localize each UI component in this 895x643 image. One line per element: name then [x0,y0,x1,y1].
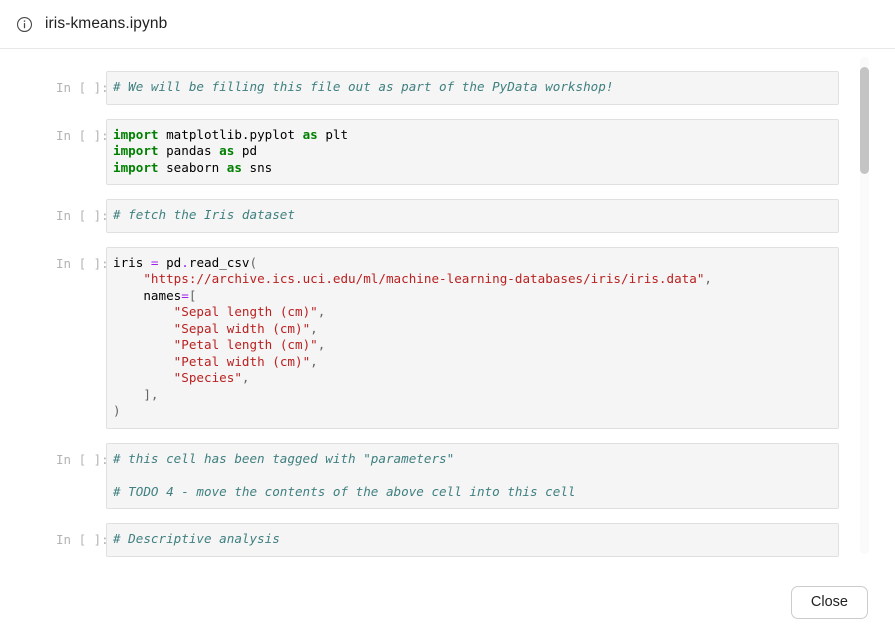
cell-input-area[interactable]: # Descriptive analysis [106,523,839,557]
cell-input-area[interactable]: iris = pd.read_csv( "https://archive.ics… [106,246,839,429]
code-token: # We will be filling this file out as pa… [113,79,614,94]
vertical-scrollbar[interactable] [860,57,869,554]
code-line: "Sepal length (cm)", [113,304,828,321]
cell-prompt: In [ ]: [56,127,109,143]
code-token: as [219,143,235,158]
cell-source-code: # fetch the Iris dataset [113,207,828,224]
code-line: "https://archive.ics.uci.edu/ml/machine-… [113,271,828,288]
code-token: "Petal width (cm)" [173,353,311,369]
code-line: import pandas as pd [113,143,828,160]
cell-prompt: In [ ]: [56,80,109,95]
cell-prompt: In [ ]: [56,255,109,271]
cell-input-area[interactable]: # this cell has been tagged with "parame… [106,442,839,509]
code-token: # Descriptive analysis [113,531,280,546]
code-token: import [113,143,159,158]
code-line: iris = pd.read_csv( [113,255,828,272]
code-token: = [150,254,159,270]
code-token: "Sepal width (cm)" [173,320,311,336]
code-line: ], [113,387,828,404]
code-token [113,387,143,402]
code-token: read_csv [188,254,250,270]
titlebar: iris-kmeans.ipynb [0,0,895,49]
notebook-cell[interactable]: In [ ]:# this cell has been tagged with … [0,442,895,509]
code-token: , [317,337,326,352]
notebook-cell[interactable]: In [ ]:iris = pd.read_csv( "https://arch… [0,246,895,429]
code-token: names [113,287,182,303]
footer-bar: Close [0,562,895,643]
code-token: ], [143,386,159,402]
vertical-scrollbar-thumb[interactable] [860,67,869,174]
code-token: # this cell has been tagged with "parame… [113,450,455,466]
code-token: = [181,287,189,303]
cell-input-area[interactable]: # We will be filling this file out as pa… [106,71,839,105]
code-token: , [241,370,250,385]
code-token: plt [317,126,349,142]
code-token: import [113,159,159,175]
code-token: import [113,126,159,142]
cell-source-code: # this cell has been tagged with "parame… [113,451,828,501]
code-token [113,354,174,369]
cell-prompt: In [ ]: [56,208,109,223]
code-token [113,304,174,319]
code-line [113,467,828,484]
code-token: pd [158,254,182,270]
code-token: , [310,353,318,369]
code-line: "Petal width (cm)", [113,354,828,371]
code-line: ) [113,403,828,420]
cell-source-code: # We will be filling this file out as pa… [113,79,828,96]
code-line: # We will be filling this file out as pa… [113,79,828,96]
code-token: , [317,304,326,319]
code-token [113,370,174,385]
code-token: # TODO 4 - move the contents of the abov… [113,483,576,499]
code-line: import matplotlib.pyplot as plt [113,127,828,144]
code-token: as [226,159,242,175]
code-token: , [704,271,713,286]
notebook-scroll-area[interactable]: In [ ]: # We will be filling this file ou… [0,49,895,562]
code-token: matplotlib.pyplot [158,126,303,142]
cell-source-code: # Descriptive analysis [113,531,828,548]
cell-source-code: iris = pd.read_csv( "https://archive.ics… [113,255,828,420]
code-line: "Species", [113,370,828,387]
code-token: "Species" [173,370,242,385]
code-token: ( [249,254,258,270]
code-token: as [302,126,318,142]
code-line: import seaborn as sns [113,160,828,177]
notebook-cell[interactable]: In [ ]: # fetch the Iris dataset [0,199,895,233]
code-line: # Descriptive analysis [113,531,828,548]
code-token: , [310,320,318,336]
info-circle-icon [16,16,33,33]
code-line: "Petal length (cm)", [113,337,828,354]
code-token: [ [188,287,197,303]
notebook-cell[interactable]: In [ ]: # Descriptive analysis [0,523,895,557]
code-token: pandas [158,143,220,158]
code-line: "Sepal width (cm)", [113,321,828,338]
code-line: # fetch the Iris dataset [113,207,828,224]
cell-prompt: In [ ]: [56,532,109,547]
code-line: # this cell has been tagged with "parame… [113,451,828,468]
code-line: # TODO 4 - move the contents of the abov… [113,484,828,501]
code-token: "Sepal length (cm)" [173,304,318,319]
close-button[interactable]: Close [790,585,868,620]
page-title: iris-kmeans.ipynb [45,15,168,32]
notebook-cell-list: In [ ]: # We will be filling this file ou… [0,49,895,562]
code-token [113,271,143,286]
cell-input-area[interactable]: # fetch the Iris dataset [106,199,839,233]
code-token: ) [113,403,121,418]
code-token: "Petal length (cm)" [173,337,318,352]
code-token: sns [241,159,273,175]
notebook-cell[interactable]: In [ ]: # We will be filling this file ou… [0,71,895,105]
code-line: names=[ [113,288,828,305]
code-token: "https://archive.ics.uci.edu/ml/machine-… [143,271,705,286]
code-token [113,337,174,352]
code-token: . [181,254,189,270]
code-token: seaborn [158,159,227,175]
code-token: iris [113,254,151,270]
code-token [113,321,174,336]
code-token: pd [234,143,258,158]
cell-prompt: In [ ]: [56,451,109,467]
code-token: # fetch the Iris dataset [113,207,295,222]
